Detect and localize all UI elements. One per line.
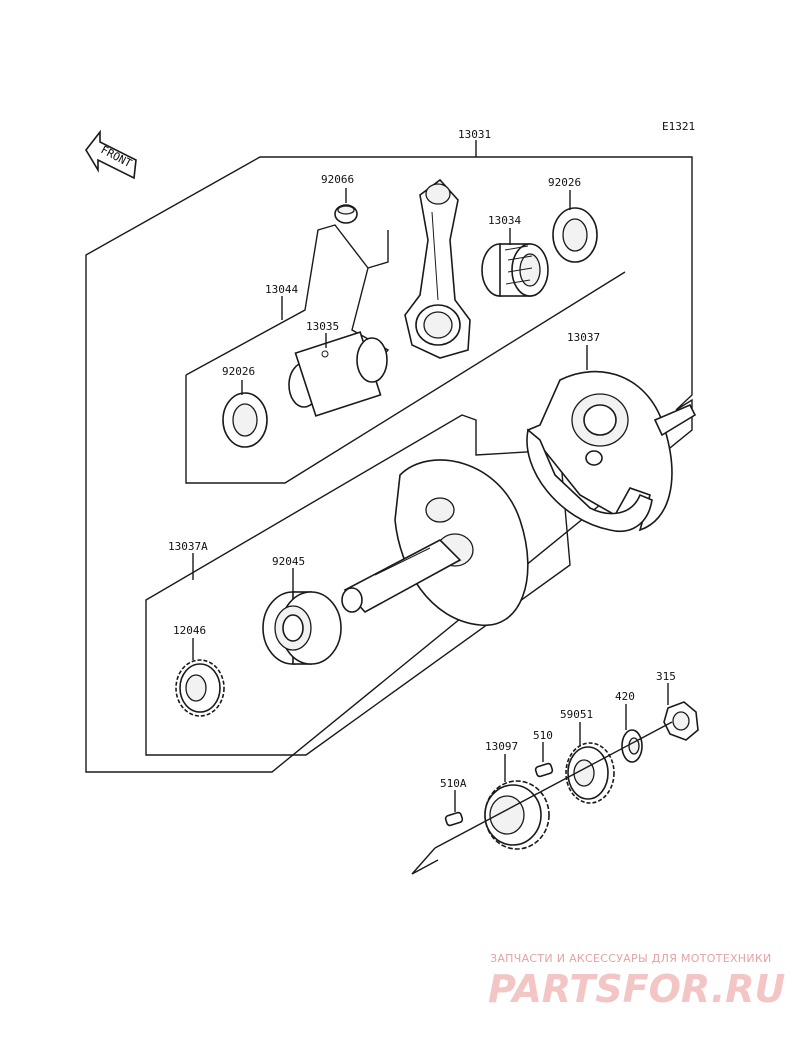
label-13037: 13037 bbox=[567, 331, 600, 344]
label-510a: 510A bbox=[440, 777, 467, 790]
connecting-rod bbox=[404, 178, 471, 359]
key-510 bbox=[534, 762, 554, 778]
label-92026-right: 92026 bbox=[548, 176, 581, 189]
label-59051: 59051 bbox=[560, 708, 593, 721]
label-13035: 13035 bbox=[306, 320, 339, 333]
label-13034: 13034 bbox=[488, 214, 521, 227]
label-92026-left: 92026 bbox=[222, 365, 255, 378]
washer bbox=[621, 729, 643, 763]
drive-gear bbox=[565, 742, 615, 804]
label-12046: 12046 bbox=[173, 624, 206, 637]
front-arrow-icon: FRONT bbox=[85, 129, 137, 180]
key-510a bbox=[444, 811, 464, 827]
label-13037a: 13037A bbox=[168, 540, 208, 553]
label-510: 510 bbox=[533, 729, 553, 742]
ball-bearing bbox=[262, 591, 342, 665]
label-92045: 92045 bbox=[272, 555, 305, 568]
flywheel-left bbox=[341, 459, 529, 626]
label-92066: 92066 bbox=[321, 173, 354, 186]
label-13031: 13031 bbox=[458, 128, 491, 141]
crankpin bbox=[288, 331, 388, 417]
thrust-washer-left bbox=[222, 392, 268, 448]
label-13044: 13044 bbox=[265, 283, 298, 296]
primary-gear bbox=[484, 780, 550, 850]
diagram-code: E1321 bbox=[662, 120, 695, 133]
watermark-logo: PARTSFOR.RU bbox=[488, 967, 786, 1011]
needle-bearing bbox=[481, 243, 549, 297]
watermark-tagline: ЗАПЧАСТИ И АКСЕССУАРЫ ДЛЯ МОТОТЕХНИКИ bbox=[490, 952, 772, 965]
label-315: 315 bbox=[656, 670, 676, 683]
label-13097: 13097 bbox=[485, 740, 518, 753]
flywheel-right bbox=[526, 370, 697, 532]
nut bbox=[663, 701, 699, 741]
shaft-axis-line bbox=[411, 721, 673, 875]
label-420: 420 bbox=[615, 690, 635, 703]
small-end-bushing bbox=[334, 204, 358, 224]
thrust-washer-right bbox=[552, 207, 598, 263]
crank-gear bbox=[175, 659, 225, 717]
